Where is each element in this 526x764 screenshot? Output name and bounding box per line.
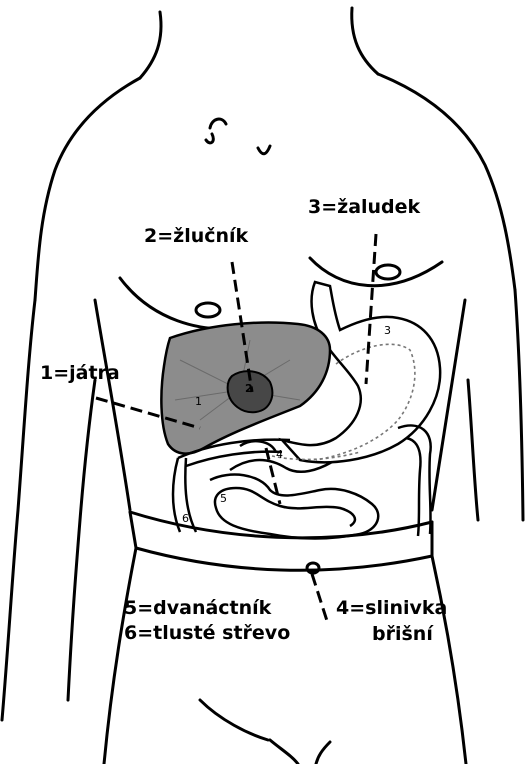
right-arm-inner-line xyxy=(468,380,478,520)
right-shoulder-line xyxy=(378,74,515,290)
clavicle-mark-left xyxy=(206,119,226,143)
leader-line-stomach xyxy=(366,234,376,384)
left-hip-line xyxy=(104,548,136,764)
label-stomach: 3=žaludek xyxy=(308,198,420,217)
groin-left-line xyxy=(270,740,298,764)
right-hip-line xyxy=(432,556,466,764)
organ-number-5: 5 xyxy=(220,492,227,505)
navel xyxy=(307,563,319,573)
label-pancreas-line1: 4=slinivka xyxy=(336,599,447,618)
right-arm-outer-line xyxy=(515,290,523,520)
clavicle-mark-right xyxy=(258,146,270,154)
neck-right-line xyxy=(352,8,378,74)
label-pancreas-line2: břišní xyxy=(372,625,433,644)
label-colon: 6=tlusté střevo xyxy=(124,624,290,643)
organ-number-6: 6 xyxy=(182,512,189,525)
neck-left-line xyxy=(140,12,161,78)
waistband-left-end xyxy=(130,512,136,548)
left-nipple xyxy=(196,303,220,317)
left-arm-outer-line xyxy=(2,300,35,720)
organ-number-2: 2 xyxy=(245,382,253,395)
pancreas-shape xyxy=(272,452,360,459)
left-arm-inner-line xyxy=(68,380,95,700)
organ-number-1: 1 xyxy=(195,395,202,408)
small-intestine-shape xyxy=(210,475,378,539)
torso-right-side-line xyxy=(432,300,465,510)
right-nipple xyxy=(376,265,400,279)
left-shoulder-line xyxy=(35,78,140,300)
groin-right-line xyxy=(316,742,330,764)
thigh-left-line xyxy=(200,700,268,740)
waistband-bottom-line xyxy=(136,548,432,570)
organ-number-4: 4 xyxy=(276,448,283,461)
label-gallbladder: 2=žlučník xyxy=(144,227,248,246)
organ-number-3: 3 xyxy=(384,324,391,337)
label-liver: 1=játra xyxy=(40,364,120,383)
label-duodenum: 5=dvanáctník xyxy=(124,599,271,618)
leader-line-waist xyxy=(312,574,328,624)
left-pectoral-line xyxy=(120,278,250,329)
